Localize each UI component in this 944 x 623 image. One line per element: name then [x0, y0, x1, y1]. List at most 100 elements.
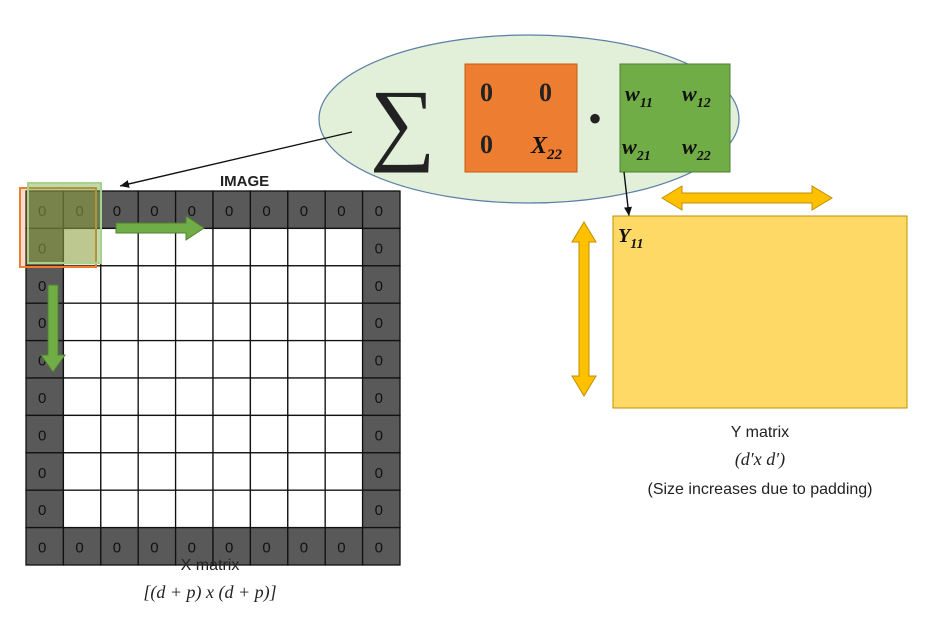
padding-zero: 0: [113, 540, 121, 557]
padding-zero: 0: [113, 203, 121, 220]
padding-zero: 0: [38, 390, 46, 407]
image-cell: [249, 339, 289, 379]
image-cell: [249, 489, 289, 529]
image-cell: [324, 414, 364, 454]
image-cell: [324, 452, 364, 491]
padding-zero: 0: [188, 203, 196, 220]
image-cell: [212, 489, 252, 529]
input-patch-cell-00: 0: [480, 78, 493, 107]
image-cell: [137, 414, 177, 454]
padding-zero: 0: [375, 203, 383, 220]
sum-symbol: ∑: [370, 71, 436, 173]
image-cell: [287, 227, 326, 267]
image-cell: [249, 414, 289, 454]
weight-w21: w21: [622, 134, 651, 164]
input-patch-cell-01: 0: [539, 78, 552, 107]
padding-zero: 0: [150, 203, 158, 220]
padding-zero: 0: [375, 353, 383, 370]
kernel-to-output-arrow: [623, 171, 632, 217]
image-cell: [212, 227, 252, 267]
image-cell: [324, 302, 364, 342]
weight-w22: w22: [682, 134, 711, 164]
image-cell: [100, 452, 139, 491]
padding-zero: 0: [38, 465, 46, 482]
image-cell: [287, 265, 326, 304]
image-cell: [249, 227, 289, 267]
padding-zero: 0: [375, 278, 383, 295]
image-cell: [212, 377, 252, 417]
x-matrix-dims: [(d + p) x (d + p)]: [143, 582, 276, 603]
padding-cell: [62, 526, 102, 566]
padding-zero: 0: [38, 353, 46, 370]
image-cell: [174, 414, 214, 454]
sliding-window-green: [27, 182, 102, 264]
padding-zero: 0: [75, 203, 83, 220]
y-matrix-title: Y matrix: [731, 424, 789, 441]
input-patch-cell-11: X22: [530, 133, 563, 163]
image-cell: [100, 414, 139, 454]
input-patch: [464, 63, 578, 173]
image-cell: [249, 302, 289, 342]
padding-zero: 0: [38, 540, 46, 557]
padding-cell: [25, 190, 65, 230]
image-cell: [287, 414, 326, 454]
image-cell: [324, 377, 364, 417]
padding-zero: 0: [225, 540, 233, 557]
padding-zero: 0: [375, 427, 383, 444]
width-double-arrow: [661, 185, 833, 211]
image-cell: [287, 489, 326, 529]
image-cell: [324, 339, 364, 379]
padding-cell: [361, 265, 401, 304]
image-cell: [249, 452, 289, 491]
image-cell: [212, 265, 252, 304]
padding-cell: [361, 526, 401, 566]
image-cell: [137, 227, 177, 267]
image-cell: [62, 339, 102, 379]
image-cell: [62, 377, 102, 417]
weight-w12: w12: [682, 81, 711, 111]
image-cell: [100, 339, 139, 379]
image-cell: [174, 489, 214, 529]
image-cell: [324, 227, 364, 267]
padding-zero: 0: [38, 203, 46, 220]
padding-zero: 0: [375, 502, 383, 519]
image-label: IMAGE: [220, 173, 269, 190]
padding-cell: [249, 190, 289, 230]
move-right-arrow: [115, 215, 205, 241]
image-cell: [174, 302, 214, 342]
image-cell: [287, 302, 326, 342]
padding-cell: [25, 414, 65, 454]
image-cell: [137, 339, 177, 379]
padding-cell: [361, 414, 401, 454]
padding-zero: 0: [375, 465, 383, 482]
padding-cell: [212, 526, 252, 566]
padding-zero: 0: [300, 203, 308, 220]
padding-cell: [25, 526, 65, 566]
padding-zero: 0: [337, 540, 345, 557]
padding-cell: [361, 452, 401, 491]
image-cell: [324, 489, 364, 529]
dot-operator: •: [588, 96, 602, 141]
padding-zero: 0: [188, 540, 196, 557]
image-cell: [137, 302, 177, 342]
padding-cell: [361, 489, 401, 529]
padding-cell: [361, 227, 401, 267]
padding-zero: 0: [38, 502, 46, 519]
image-cell: [62, 265, 102, 304]
padding-zero: 0: [38, 240, 46, 257]
image-cell: [137, 452, 177, 491]
image-cell: [287, 377, 326, 417]
image-cell: [62, 489, 102, 529]
y-matrix-dims: (d′x d′): [735, 449, 785, 470]
padding-zero: 0: [150, 540, 158, 557]
padding-zero: 0: [375, 315, 383, 332]
padding-cell: [25, 489, 65, 529]
padding-cell: [287, 526, 326, 566]
sliding-window-orange: [19, 187, 97, 268]
padding-zero: 0: [375, 390, 383, 407]
image-cell: [137, 265, 177, 304]
y11-label: Y11: [618, 225, 643, 252]
image-cell: [100, 227, 139, 267]
